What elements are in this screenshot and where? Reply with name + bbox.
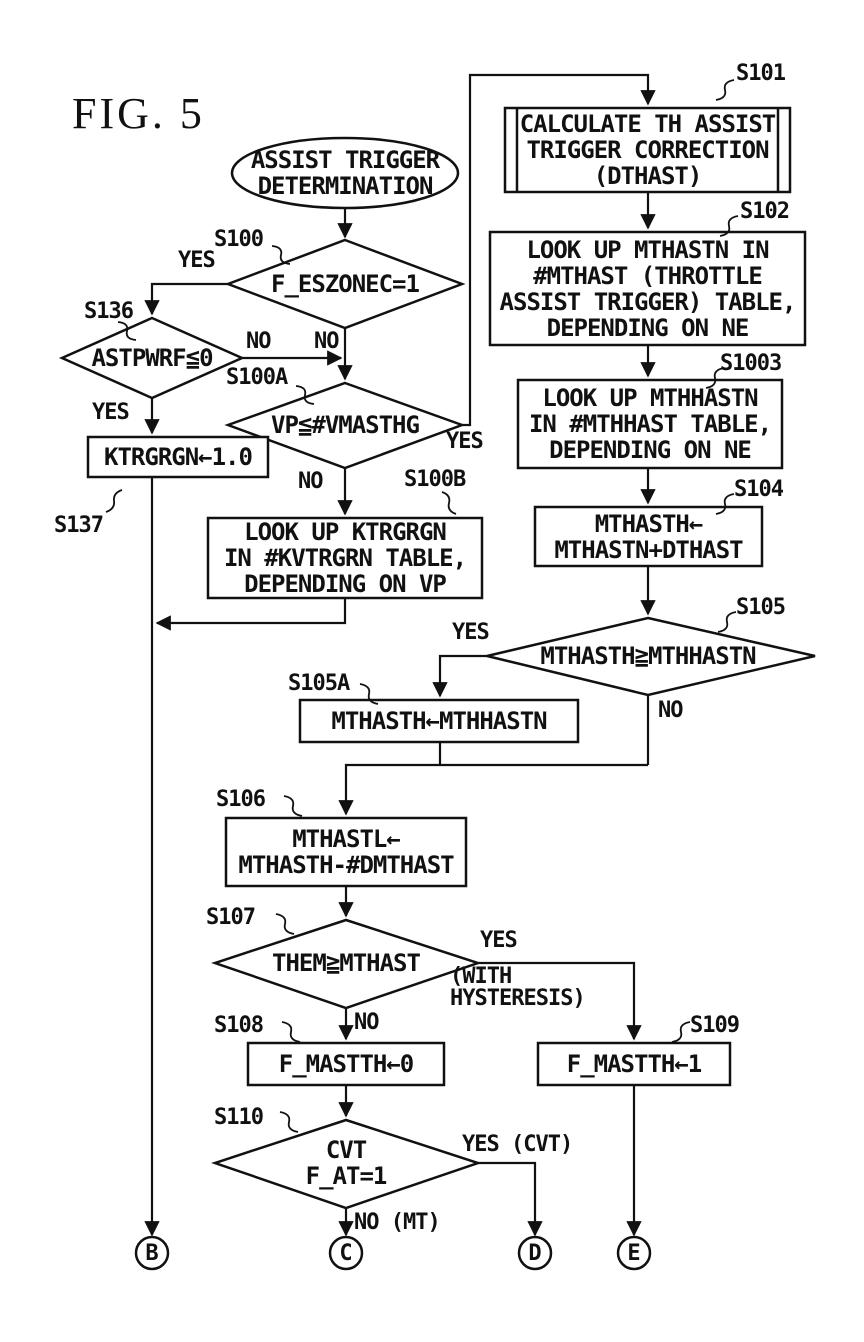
start-terminator-shape [230, 136, 460, 210]
node-s102-shape [488, 230, 807, 347]
offpage-d-shape [517, 1235, 553, 1271]
step-label-s105: S105 [736, 595, 786, 620]
leader-s105 [717, 611, 737, 633]
node-s106-shape [224, 816, 468, 888]
step-label-s109: S109 [690, 1013, 740, 1038]
offpage-c-shape [328, 1235, 364, 1271]
label-leaders [105, 79, 739, 1133]
node-s106-text: MTHASTL← MTHASTH-#DMTHAST [238, 825, 454, 879]
offpage-e-text: E [627, 1241, 641, 1266]
step-label-s136: S136 [84, 299, 134, 324]
leader-s105a [359, 683, 379, 705]
node-s105a-text: MTHASTH←MTHHASTN [331, 707, 547, 735]
offpage-b-text: B [145, 1241, 159, 1266]
offpage-e-shape [616, 1235, 652, 1271]
node-s108-text: F_MASTTH←0 [278, 1050, 415, 1078]
leader-s137 [105, 489, 123, 513]
branch-s107-no: NO [354, 1010, 379, 1035]
step-label-s107: S107 [206, 905, 256, 930]
leader-s104 [715, 493, 735, 515]
branch-s105-no: NO [658, 698, 683, 723]
connector-s110-yes-to-d [478, 1161, 543, 1237]
leader-s100b [441, 491, 457, 515]
step-label-s100: S100 [214, 227, 264, 252]
connector-s107-yes-to-s109 [478, 961, 642, 1041]
node-s100b-text: LOOK UP KTRGRGN IN #KVTRGRN TABLE, DEPEN… [223, 518, 467, 598]
connector-s100b-to-left-line [155, 598, 347, 631]
step-label-s100b: S100B [404, 467, 466, 492]
node-s137-text: KTRGRGN←1.0 [104, 443, 253, 471]
node-s102-text: LOOK UP MTHASTN IN #MTHAST (THROTTLE ASS… [499, 236, 797, 342]
branch-s136-no: NO [246, 329, 271, 354]
node-s100a-shape [224, 381, 466, 470]
leader-s1003 [705, 367, 725, 389]
node-s108-shape [246, 1041, 446, 1087]
figure-title: FIG. 5 [72, 89, 205, 138]
leader-s100a [295, 385, 315, 405]
branch-s136-yes: YES [92, 400, 130, 425]
node-s100b-shape [206, 516, 484, 600]
node-s100-shape [224, 238, 466, 330]
node-s136-shape [58, 316, 246, 400]
step-label-s105a: S105A [288, 671, 350, 696]
node-s1003-text: LOOK UP MTHHASTN IN #MTHHAST TABLE, DEPE… [528, 384, 772, 464]
node-s104-shape [533, 505, 764, 568]
step-label-s101: S101 [736, 61, 786, 86]
node-s107-text: THEM≧MTHAST [272, 949, 421, 977]
node-s105a-shape [298, 698, 580, 744]
connector-s100a-yes-to-s101 [462, 73, 656, 427]
leader-s110 [279, 1111, 299, 1133]
branch-s110-no: NO (MT) [354, 1210, 441, 1235]
node-s104-text: MTHASTH← MTHASTN+DTHAST [554, 510, 743, 564]
branch-s100-yes: YES [178, 248, 216, 273]
leader-s100 [271, 245, 291, 265]
branch-s110-yes: YES (CVT) [462, 1132, 573, 1157]
node-s109-shape [536, 1041, 732, 1087]
branch-s100a-no: NO [298, 469, 323, 494]
connector-s105-yes-to-s105a [432, 654, 487, 698]
node-s100-text: F_ESZONEC=1 [271, 270, 420, 298]
node-s101-text: CALCULATE TH ASSIST TRIGGER CORRECTION (… [519, 110, 777, 190]
leader-s108 [281, 1021, 301, 1043]
node-s1003-shape [516, 378, 784, 470]
node-s110-shape [211, 1118, 482, 1210]
leader-s109 [671, 1021, 691, 1043]
node-s105-shape [486, 616, 816, 697]
leader-s106 [283, 795, 303, 817]
step-label-s106: S106 [216, 787, 266, 812]
leader-s136 [117, 321, 137, 341]
branch-s100-no: NO [314, 329, 339, 354]
leader-s101 [715, 79, 735, 101]
leader-s107 [275, 913, 295, 935]
node-s136-text: ASTPWRF≦0 [91, 344, 213, 372]
leader-s102 [719, 215, 739, 237]
start-terminator-text: ASSIST TRIGGER DETERMINATION [250, 146, 440, 200]
connector-s100-yes-to-s136 [144, 282, 228, 316]
node-s109-text: F_MASTTH←1 [566, 1050, 703, 1078]
step-label-s108: S108 [214, 1013, 264, 1038]
node-s100a-text: VP≦#VMASTHG [271, 411, 420, 439]
step-label-s102: S102 [740, 199, 790, 224]
offpage-b-shape [134, 1235, 170, 1271]
step-label-s110: S110 [214, 1105, 264, 1130]
step-label-s104: S104 [734, 477, 784, 502]
offpage-d-text: D [528, 1241, 542, 1266]
offpage-c-text: C [339, 1241, 353, 1266]
branch-s100a-yes: YES [446, 429, 484, 454]
connector-lines [144, 73, 656, 1237]
branch-s107-yes-note: (WITH HYSTERESIS) [450, 964, 586, 1011]
node-s107-shape [211, 918, 482, 1010]
node-s105-text: MTHASTH≧MTHHASTN [540, 642, 756, 670]
step-label-s137: S137 [54, 513, 104, 538]
node-s110-text: CVT F_AT=1 [305, 1136, 388, 1190]
connector-merge-to-s106 [338, 763, 648, 816]
node-s101-shape [503, 106, 792, 194]
step-label-s1003: S1003 [720, 351, 782, 376]
node-s137-shape [86, 435, 270, 479]
node-shapes [58, 106, 816, 1271]
branch-s105-yes: YES [452, 620, 490, 645]
step-label-s100a: S100A [226, 365, 288, 390]
branch-s107-yes: YES [480, 928, 518, 953]
